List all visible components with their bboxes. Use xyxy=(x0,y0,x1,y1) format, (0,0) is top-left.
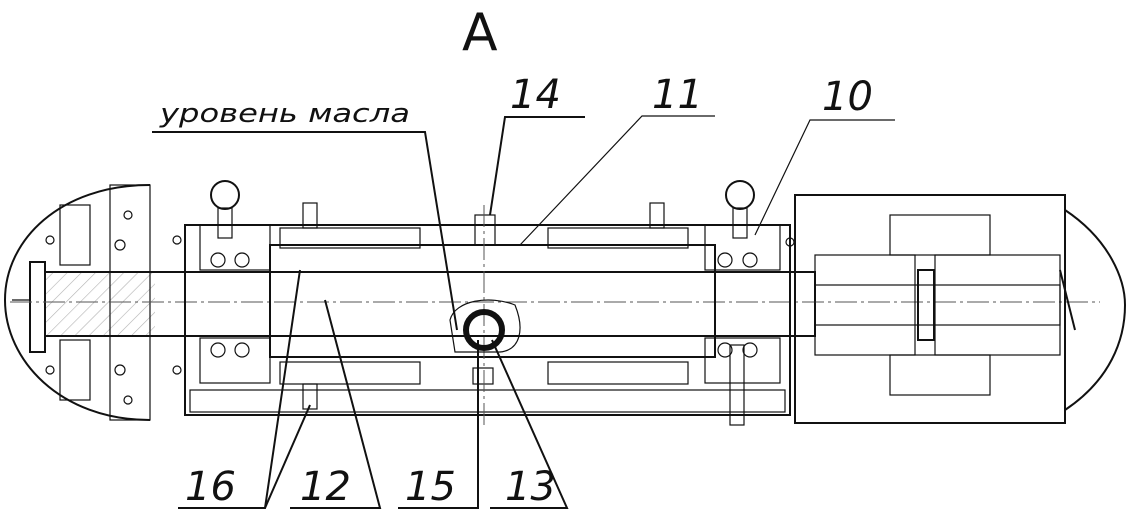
callout-10: 10 xyxy=(754,74,895,236)
left-bearing xyxy=(172,224,271,384)
right-bearing xyxy=(704,224,795,426)
filler-plug xyxy=(474,214,496,246)
callout-14: 14 xyxy=(489,72,585,216)
callout-12: 12 xyxy=(290,299,382,510)
callout-10-label: 10 xyxy=(822,74,873,120)
callout-14-label: 14 xyxy=(510,72,561,118)
callout-16-label: 16 xyxy=(185,464,236,510)
left-eye-bolt xyxy=(210,180,240,239)
callout-11-label: 11 xyxy=(652,72,703,118)
oil-level-label: уровень масла xyxy=(159,99,410,129)
gear-housing xyxy=(184,202,791,416)
callout-11: 11 xyxy=(519,72,715,246)
shaft xyxy=(10,271,1100,337)
drain-plug xyxy=(472,367,494,385)
view-label: А xyxy=(462,3,498,63)
callout-13: 13 xyxy=(490,339,569,510)
right-eye-bolt xyxy=(725,180,755,239)
callout-15-label: 15 xyxy=(405,464,456,510)
callout-16: 16 xyxy=(178,269,311,510)
callout-13-label: 13 xyxy=(505,464,556,510)
right-coupling-section xyxy=(794,194,1127,424)
callout-oil-level: уровень масла xyxy=(152,99,458,331)
oil-level-indicator xyxy=(449,299,521,353)
callout-15: 15 xyxy=(398,340,479,510)
callout-12-label: 12 xyxy=(300,464,351,510)
